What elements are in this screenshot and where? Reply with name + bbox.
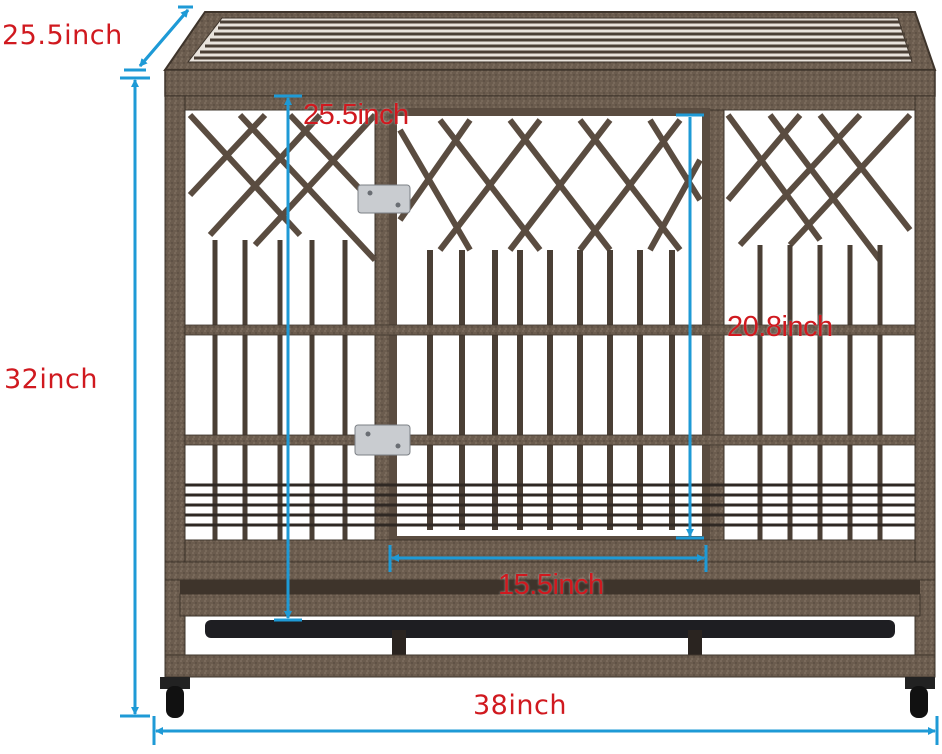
right-panel-lattice [725,112,913,262]
door-latch-lower [354,424,411,456]
dimension-lines [120,5,939,745]
interior-height-label: 25.5inch [303,99,409,131]
depth-label: 25.5inch [2,20,123,51]
caster-wheel-right [905,677,935,718]
slide-out-tray [205,620,895,638]
door-latch-upper [357,184,411,214]
door-height-label: 20.8inch [727,311,833,343]
width-label: 38inch [473,690,567,721]
height-label: 32inch [4,364,98,395]
door-width-label: 15.5inch [498,569,604,601]
crate-body [164,95,936,677]
crate-top-lid [163,11,937,97]
crate-base [164,561,936,678]
left-panel-lattice [187,112,378,263]
floor-grate [185,483,915,527]
caster-wheel-left [160,677,190,718]
